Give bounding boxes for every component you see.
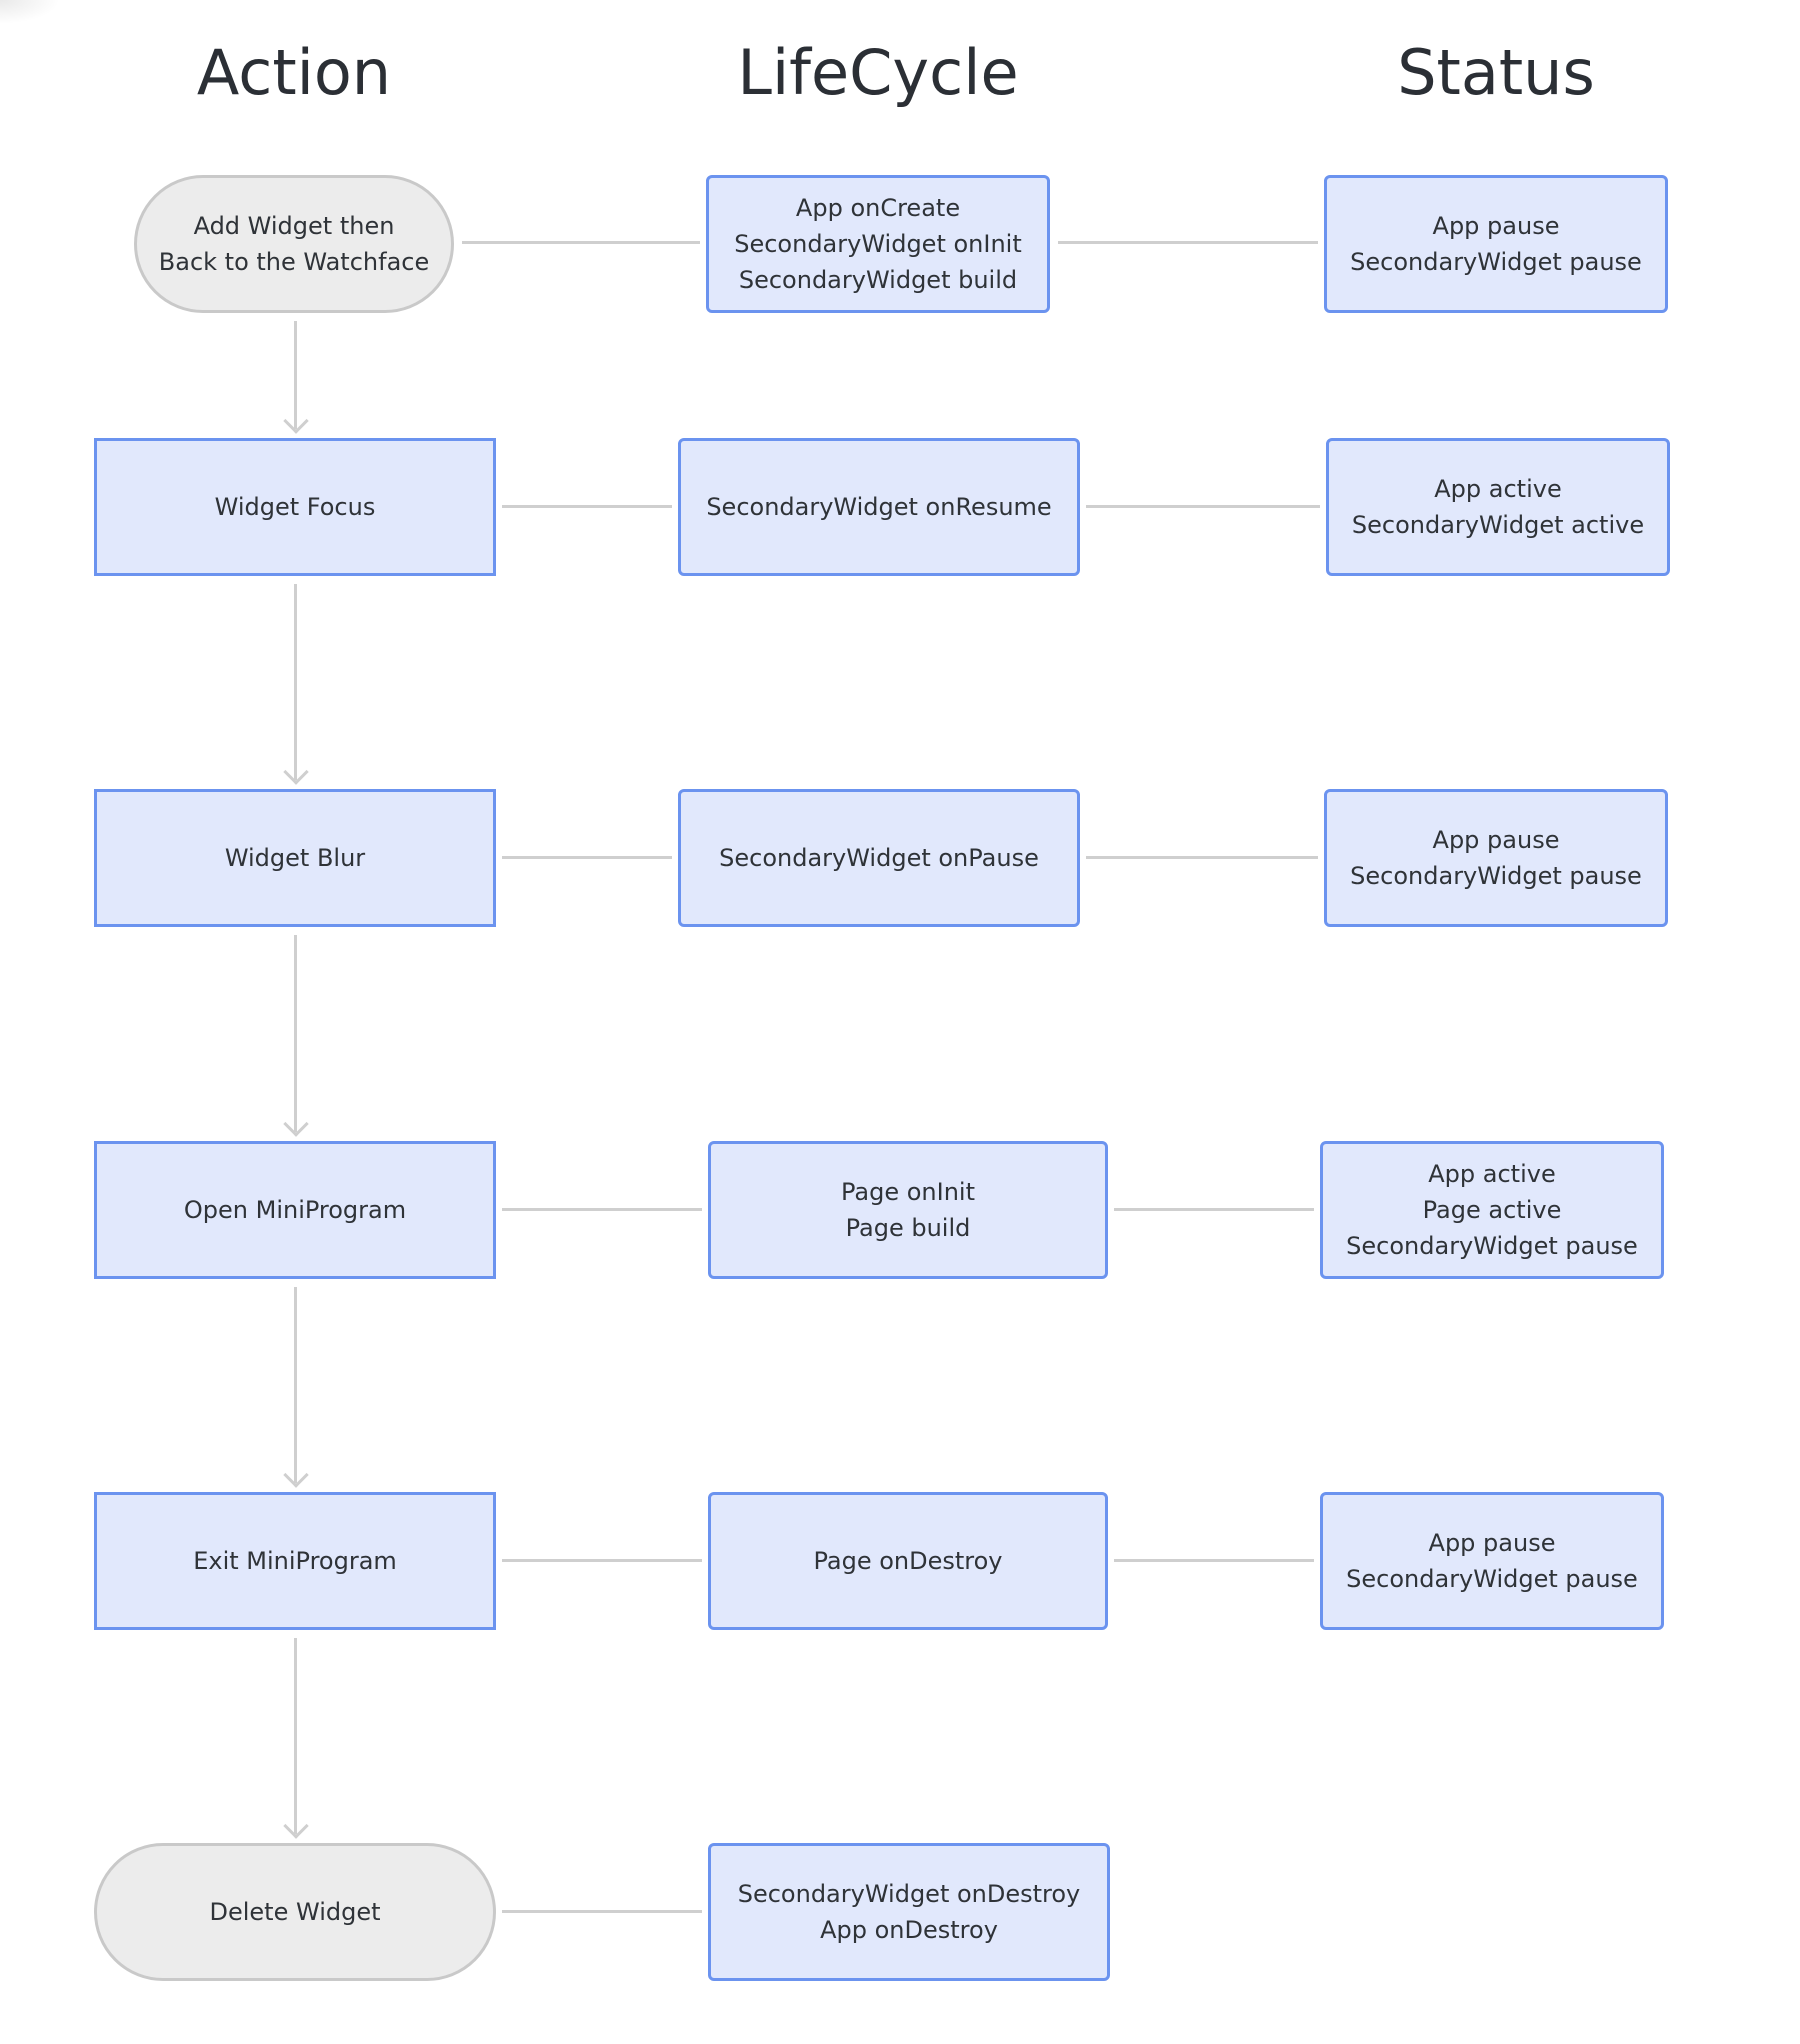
flow-arrow-line [294, 321, 297, 429]
node-line: Page onDestroy [813, 1547, 1003, 1575]
arrow-head-icon [283, 408, 309, 434]
node-line: App pause [1432, 212, 1560, 240]
lifecycle-node-page-on-init: Page onInit Page build [708, 1141, 1108, 1279]
node-line: SecondaryWidget onResume [706, 493, 1052, 521]
connector-line [1058, 241, 1318, 244]
status-node-paused: App pause SecondaryWidget pause [1324, 789, 1668, 927]
connector-line [502, 1559, 702, 1562]
connector-line [1114, 1559, 1314, 1562]
connector-line [462, 241, 700, 244]
flow-arrow-line [294, 935, 297, 1132]
header-lifecycle: LifeCycle [737, 36, 1019, 109]
node-line: Page onInit [841, 1178, 975, 1206]
node-line: Widget Blur [224, 844, 366, 872]
header-action: Action [196, 36, 392, 109]
lifecycle-node-on-destroy: SecondaryWidget onDestroy App onDestroy [708, 1843, 1110, 1981]
header-status: Status [1397, 36, 1595, 109]
corner-shadow [0, 0, 60, 24]
action-node-open-miniprogram: Open MiniProgram [94, 1141, 496, 1279]
action-node-widget-blur: Widget Blur [94, 789, 496, 927]
lifecycle-node-on-pause: SecondaryWidget onPause [678, 789, 1080, 927]
arrow-head-icon [283, 1813, 309, 1839]
node-line: Open MiniProgram [183, 1196, 407, 1224]
node-line: App pause [1432, 826, 1560, 854]
flow-arrow-line [294, 1638, 297, 1834]
node-line: App active [1428, 1160, 1556, 1188]
node-line: Page build [845, 1214, 971, 1242]
node-line: SecondaryWidget onInit [734, 230, 1022, 258]
node-line: SecondaryWidget onDestroy [737, 1880, 1081, 1908]
node-line: SecondaryWidget pause [1350, 248, 1642, 276]
connector-line [1114, 1208, 1314, 1211]
action-node-widget-focus: Widget Focus [94, 438, 496, 576]
connector-line [502, 856, 672, 859]
node-line: SecondaryWidget build [738, 266, 1018, 294]
node-line: SecondaryWidget active [1351, 511, 1645, 539]
node-line: SecondaryWidget onPause [719, 844, 1039, 872]
connector-line [1086, 505, 1320, 508]
node-line: Add Widget then [193, 212, 395, 240]
action-node-delete-widget: Delete Widget [94, 1843, 496, 1981]
flow-arrow-line [294, 584, 297, 780]
status-node-page-active: App active Page active SecondaryWidget p… [1320, 1141, 1664, 1279]
node-line: SecondaryWidget pause [1350, 862, 1642, 890]
node-line: Exit MiniProgram [193, 1547, 397, 1575]
node-line: SecondaryWidget pause [1346, 1232, 1638, 1260]
lifecycle-node-on-resume: SecondaryWidget onResume [678, 438, 1080, 576]
action-node-exit-miniprogram: Exit MiniProgram [94, 1492, 496, 1630]
arrow-head-icon [283, 1111, 309, 1137]
connector-line [502, 505, 672, 508]
node-line: Back to the Watchface [158, 248, 430, 276]
connector-line [502, 1910, 702, 1913]
connector-line [1086, 856, 1318, 859]
lifecycle-node-page-on-destroy: Page onDestroy [708, 1492, 1108, 1630]
status-node-paused: App pause SecondaryWidget pause [1324, 175, 1668, 313]
action-node-add-widget: Add Widget then Back to the Watchface [134, 175, 454, 313]
node-line: App onDestroy [820, 1916, 998, 1944]
arrow-head-icon [283, 759, 309, 785]
status-node-paused: App pause SecondaryWidget pause [1320, 1492, 1664, 1630]
node-line: App onCreate [795, 194, 961, 222]
connector-line [502, 1208, 702, 1211]
node-line: App active [1434, 475, 1562, 503]
node-line: Delete Widget [209, 1898, 381, 1926]
arrow-head-icon [283, 1462, 309, 1488]
flow-arrow-line [294, 1287, 297, 1483]
status-node-active: App active SecondaryWidget active [1326, 438, 1670, 576]
lifecycle-node-on-create: App onCreate SecondaryWidget onInit Seco… [706, 175, 1050, 313]
node-line: Widget Focus [214, 493, 376, 521]
node-line: App pause [1428, 1529, 1556, 1557]
node-line: SecondaryWidget pause [1346, 1565, 1638, 1593]
node-line: Page active [1422, 1196, 1562, 1224]
